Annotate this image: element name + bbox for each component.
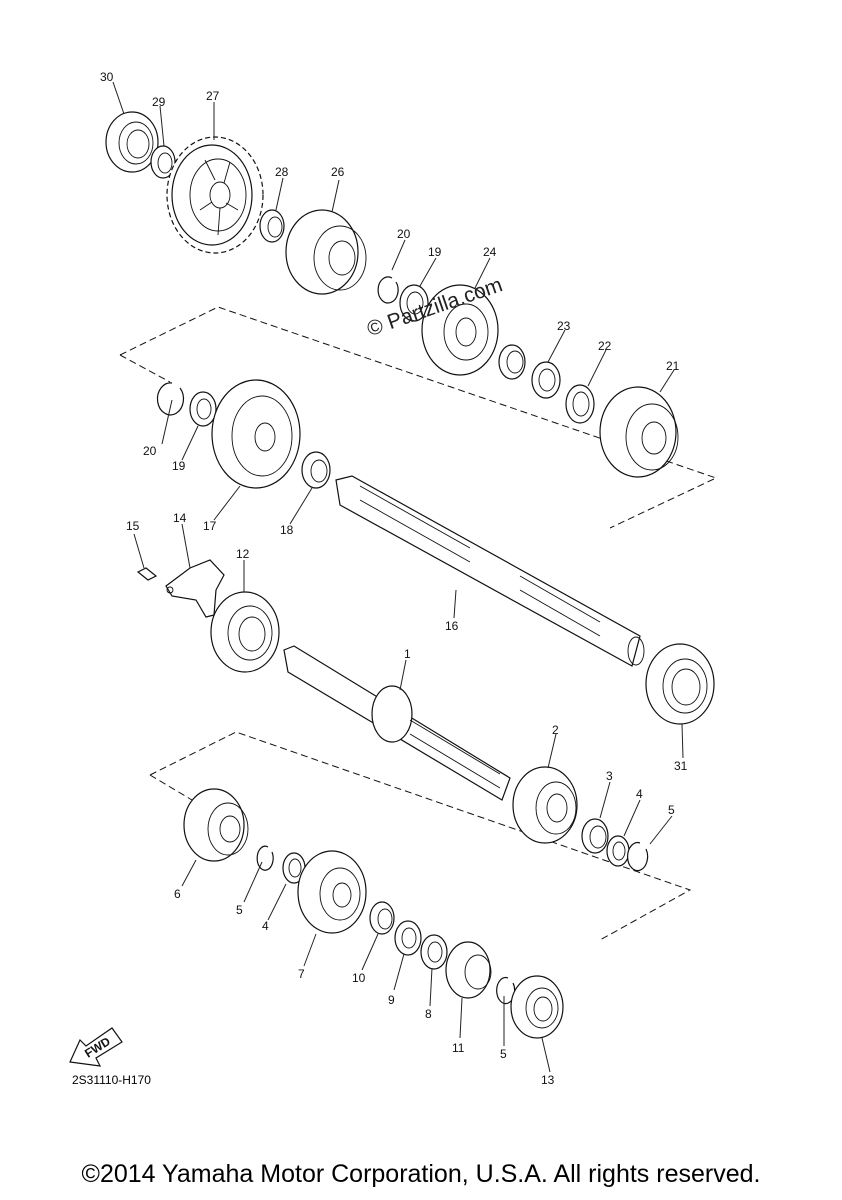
stopper-plate-14 — [165, 559, 225, 618]
leader-lines — [112, 81, 684, 1073]
callout-9: 9 — [388, 993, 395, 1007]
callout-20-upper: 20 — [397, 227, 411, 241]
washer-22 — [565, 384, 595, 424]
callout-18: 18 — [280, 523, 294, 537]
main-axle-1 — [283, 645, 511, 801]
bearing-18 — [301, 451, 331, 489]
callout-10: 10 — [352, 971, 366, 985]
gear-11 — [445, 941, 492, 999]
callout-19-lower: 19 — [172, 459, 186, 473]
callout-28: 28 — [275, 165, 289, 179]
copyright-notice: ©2014 Yamaha Motor Corporation, U.S.A. A… — [81, 1160, 761, 1188]
callout-14: 14 — [173, 511, 187, 525]
gear-7 — [297, 850, 367, 934]
gear-6 — [183, 788, 249, 862]
circlip-5-right — [627, 841, 649, 872]
callout-5-right: 5 — [668, 803, 675, 817]
callout-12: 12 — [236, 547, 250, 561]
washer-23 — [531, 361, 561, 399]
bearing-30 — [105, 111, 159, 173]
callout-26: 26 — [331, 165, 345, 179]
callout-13: 13 — [541, 1073, 555, 1087]
callout-21: 21 — [666, 359, 680, 373]
washer-29 — [150, 145, 176, 179]
callout-16: 16 — [445, 619, 459, 633]
washer-19-upper — [399, 284, 429, 322]
bearing-13 — [510, 975, 564, 1039]
callout-labels: 30 29 27 28 26 20 19 24 23 22 21 20 19 1… — [100, 70, 688, 1087]
gear-17 — [211, 379, 301, 489]
callout-4-left: 4 — [262, 919, 269, 933]
callout-8: 8 — [425, 1007, 432, 1021]
callout-29: 29 — [152, 95, 166, 109]
bearing-25 — [498, 344, 526, 380]
fwd-arrow-icon: FWD — [69, 1027, 123, 1067]
callout-20-lower: 20 — [143, 444, 157, 458]
bearing-12 — [210, 591, 280, 673]
washer-4-right — [606, 835, 630, 867]
circlip-20-lower — [156, 382, 185, 416]
callout-24: 24 — [483, 245, 497, 259]
callout-15: 15 — [126, 519, 140, 533]
callout-5-left: 5 — [236, 903, 243, 917]
gear-26 — [285, 209, 367, 295]
callout-23: 23 — [557, 319, 571, 333]
callout-7: 7 — [298, 967, 305, 981]
bearing-31 — [645, 643, 715, 725]
callout-1: 1 — [404, 647, 411, 661]
callout-4-right: 4 — [636, 787, 643, 801]
callout-30: 30 — [100, 70, 114, 84]
gear-24 — [421, 284, 499, 376]
lower-assembly-box — [149, 731, 692, 941]
bearing-10 — [369, 901, 395, 935]
washer-8 — [420, 934, 448, 970]
bearing-28 — [259, 209, 285, 243]
circlip-20-upper — [377, 276, 399, 304]
drive-axle-16 — [335, 475, 645, 667]
callout-3: 3 — [606, 769, 613, 783]
gear-2 — [512, 766, 578, 844]
washer-19-lower — [189, 391, 217, 427]
callout-11: 11 — [452, 1041, 465, 1055]
upper-assembly-box — [119, 306, 718, 529]
callout-19-upper: 19 — [428, 245, 442, 259]
bearing-3 — [581, 818, 609, 854]
callout-22: 22 — [598, 339, 612, 353]
gear-27 — [166, 136, 264, 254]
callout-5-bottom: 5 — [500, 1047, 507, 1061]
callout-6: 6 — [174, 887, 181, 901]
callout-17: 17 — [203, 519, 217, 533]
drawing-code: 2S31110-H170 — [72, 1073, 151, 1087]
gear-21 — [599, 386, 679, 478]
callout-27: 27 — [206, 89, 220, 103]
washer-9 — [394, 920, 422, 956]
callout-2: 2 — [552, 723, 559, 737]
callout-31: 31 — [674, 759, 688, 773]
screw-15 — [136, 567, 158, 581]
